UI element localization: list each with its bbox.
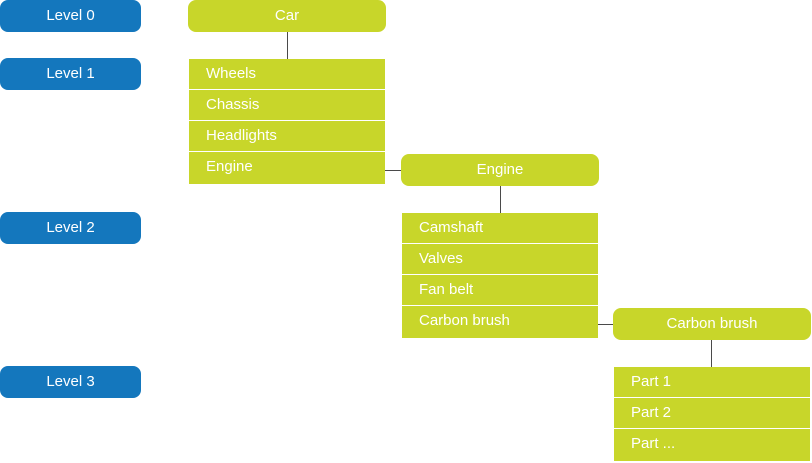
- engine-node: Engine: [401, 154, 599, 186]
- list-item-part-1: Part 1: [614, 367, 810, 398]
- carbon-brush-children-list: Part 1 Part 2 Part ...: [614, 367, 810, 461]
- list-item-wheels: Wheels: [189, 59, 385, 90]
- carbon-brush-connector: [711, 340, 712, 367]
- list-item-chassis: Chassis: [189, 90, 385, 121]
- car-node: Car: [188, 0, 386, 32]
- carbon-brush-node: Carbon brush: [613, 308, 811, 340]
- engine-link-connector: [385, 170, 401, 171]
- level-3-label: Level 3: [0, 366, 141, 398]
- level-0-label: Level 0: [0, 0, 141, 32]
- list-item-part-2: Part 2: [614, 398, 810, 429]
- level-2-label: Level 2: [0, 212, 141, 244]
- level-1-label: Level 1: [0, 58, 141, 90]
- engine-children-list: Camshaft Valves Fan belt Carbon brush: [402, 213, 598, 338]
- list-item-camshaft: Camshaft: [402, 213, 598, 244]
- car-children-list: Wheels Chassis Headlights Engine: [189, 59, 385, 184]
- carbon-brush-link-connector: [598, 324, 613, 325]
- list-item-part-more: Part ...: [614, 429, 810, 461]
- list-item-engine: Engine: [189, 152, 385, 184]
- engine-connector: [500, 186, 501, 213]
- car-connector: [287, 32, 288, 59]
- list-item-headlights: Headlights: [189, 121, 385, 152]
- list-item-carbon-brush: Carbon brush: [402, 306, 598, 338]
- list-item-valves: Valves: [402, 244, 598, 275]
- list-item-fan-belt: Fan belt: [402, 275, 598, 306]
